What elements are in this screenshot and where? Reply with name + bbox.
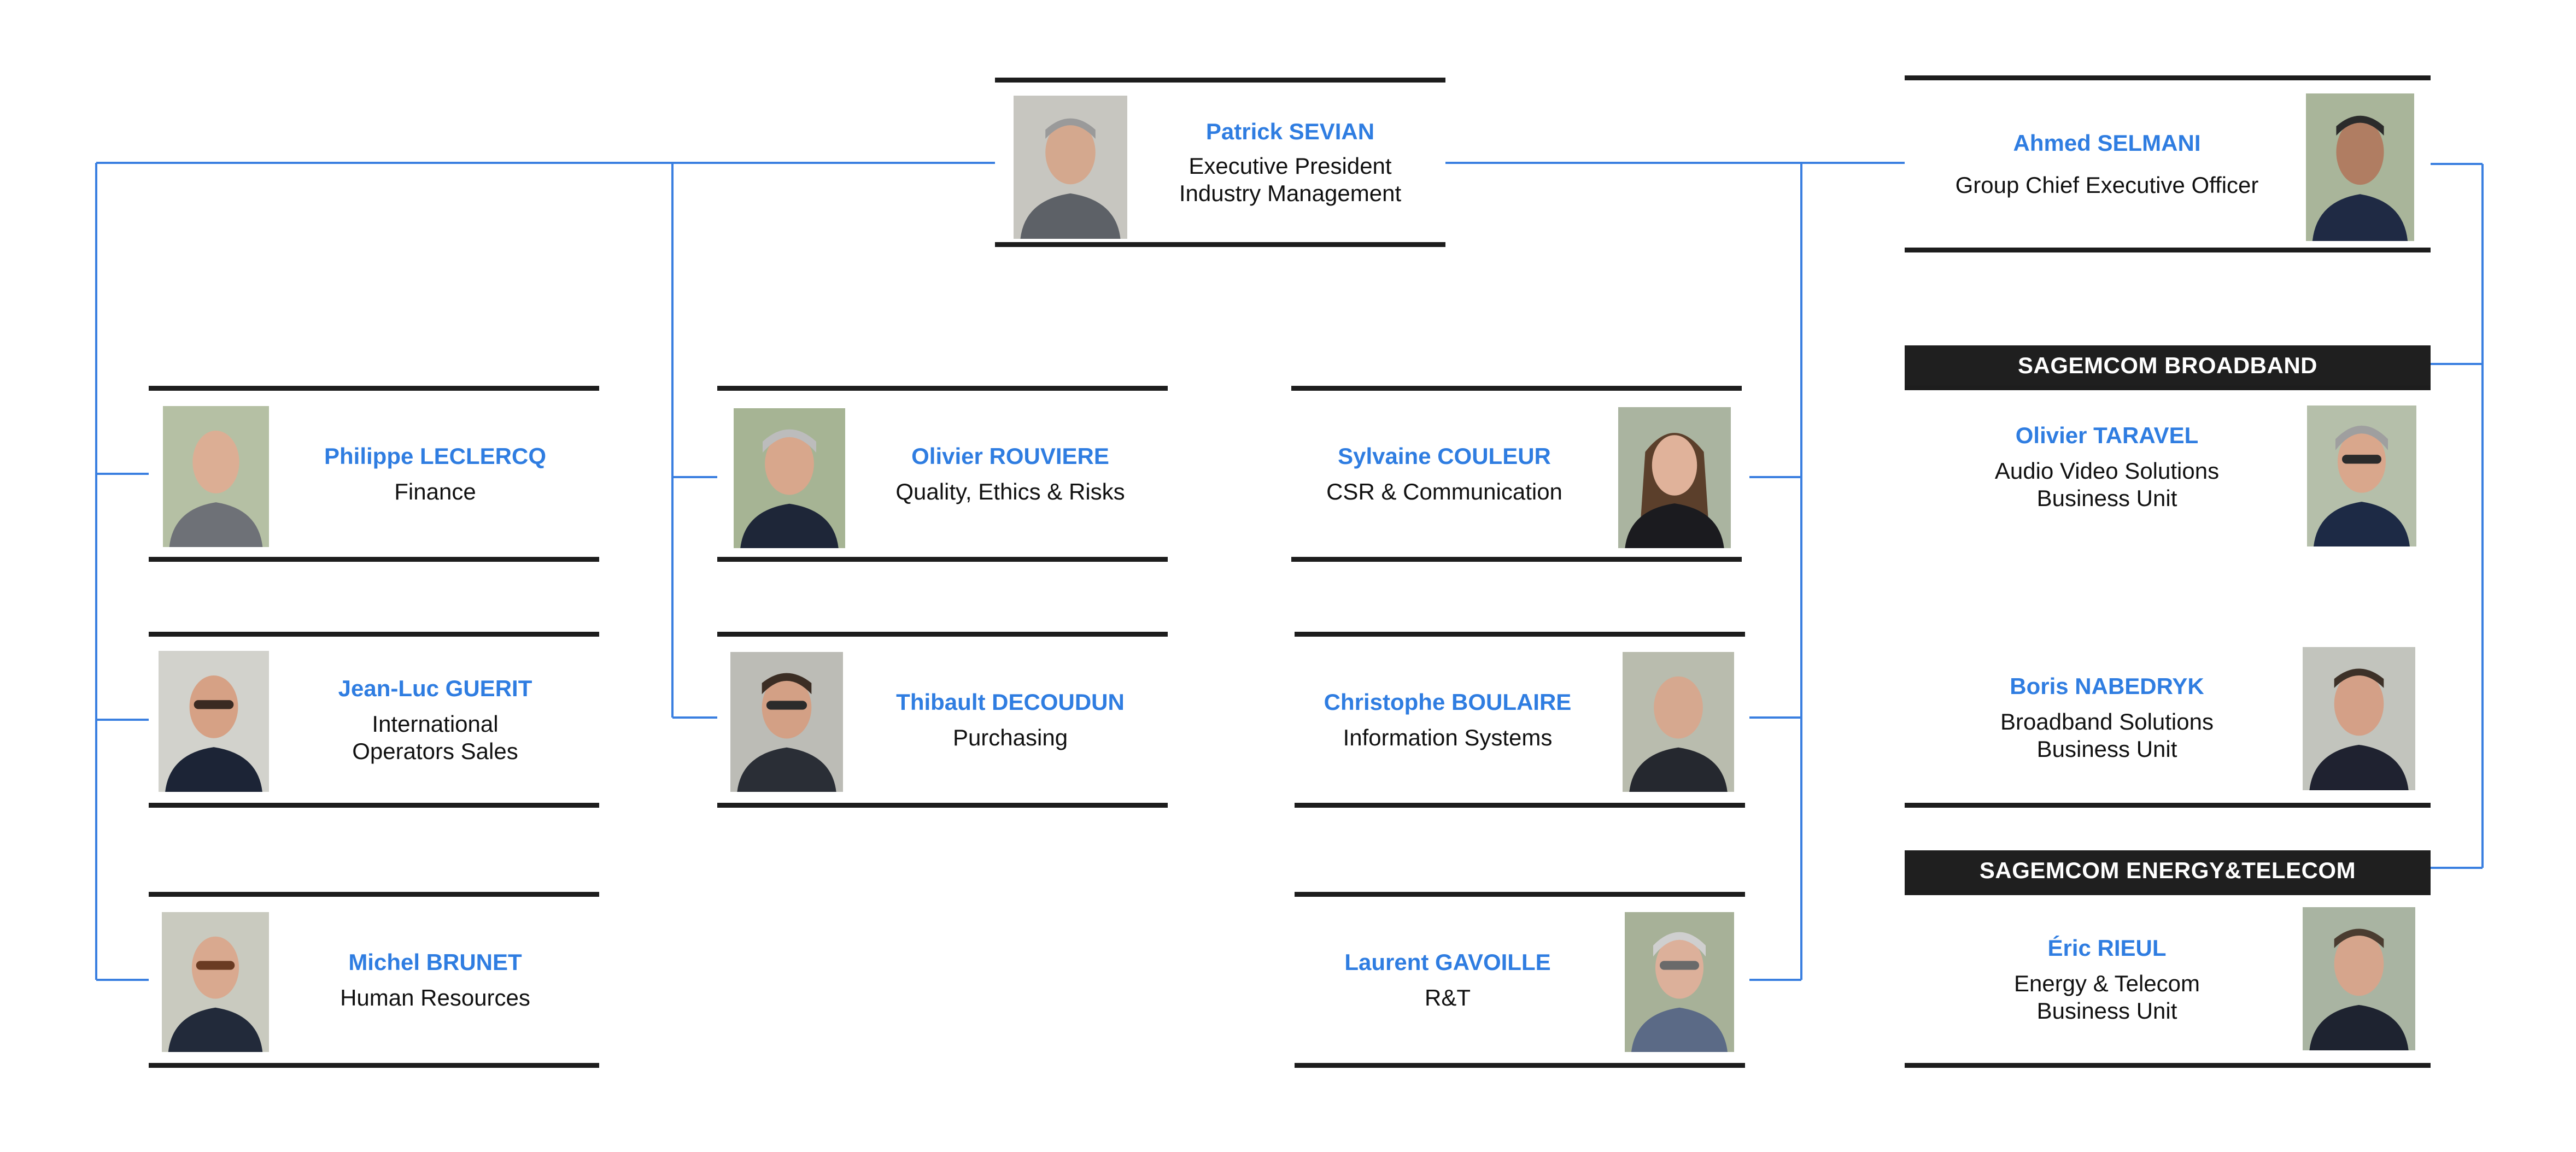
ceo-role: Group Chief Executive Officer (1956, 172, 2259, 199)
manager-role: Finance (394, 478, 476, 506)
manager-photo (162, 912, 269, 1052)
manager-photo (1623, 652, 1734, 792)
manager-name: Olivier TARAVEL (2016, 421, 2199, 450)
manager-name: Christophe BOULAIRE (1324, 688, 1572, 716)
manager-card-csr: Sylvaine COULEUR CSR & Communication (1291, 386, 1742, 562)
manager-photo (163, 406, 269, 547)
manager-role: Human Resources (340, 984, 530, 1012)
energy-telecom-banner: SAGEMCOM ENERGY&TELECOM (1905, 850, 2431, 895)
manager-role: Audio Video Solutions Business Unit (1995, 457, 2219, 512)
business-unit-card-audio-video: Olivier TARAVEL Audio Video Solutions Bu… (1905, 390, 2431, 567)
manager-role: Broadband Solutions Business Unit (2000, 708, 2214, 763)
ceo-name: Ahmed SELMANI (2013, 129, 2200, 157)
manager-card-international-sales: Jean-Luc GUERIT International Operators … (149, 632, 599, 808)
business-unit-card-broadband-solutions: Boris NABEDRYK Broadband Solutions Busin… (1905, 632, 2431, 808)
manager-photo (2307, 405, 2416, 546)
manager-role: Quality, Ethics & Risks (895, 478, 1125, 506)
manager-photo (734, 408, 845, 548)
manager-card-hr: Michel BRUNET Human Resources (149, 892, 599, 1068)
manager-name: Éric RIEUL (2047, 934, 2166, 962)
manager-role: Information Systems (1343, 724, 1553, 751)
manager-name: Laurent GAVOILLE (1344, 948, 1550, 977)
manager-role: Purchasing (953, 724, 1068, 751)
top-executive-name: Patrick SEVIAN (1206, 117, 1374, 146)
manager-photo (1618, 407, 1731, 548)
manager-name: Sylvaine COULEUR (1338, 442, 1551, 471)
manager-name: Michel BRUNET (348, 948, 522, 977)
manager-role: R&T (1425, 984, 1471, 1012)
manager-photo (1625, 912, 1734, 1052)
manager-card-rt: Laurent GAVOILLE R&T (1295, 892, 1745, 1068)
manager-card-finance: Philippe LECLERCQ Finance (149, 386, 599, 562)
manager-photo (2303, 647, 2415, 790)
manager-name: Thibault DECOUDUN (896, 688, 1125, 716)
manager-photo (159, 651, 269, 792)
business-unit-card-energy-telecom: Éric RIEUL Energy & Telecom Business Uni… (1905, 895, 2431, 1068)
manager-card-information-systems: Christophe BOULAIRE Information Systems (1295, 632, 1745, 808)
manager-name: Boris NABEDRYK (2010, 672, 2204, 701)
manager-photo (2303, 907, 2415, 1050)
ceo-photo (2306, 93, 2414, 241)
manager-card-quality: Olivier ROUVIERE Quality, Ethics & Risks (717, 386, 1168, 562)
top-executive-photo (1014, 96, 1127, 239)
manager-role: CSR & Communication (1326, 478, 1562, 506)
manager-photo (730, 652, 843, 792)
broadband-banner: SAGEMCOM BROADBAND (1905, 345, 2431, 390)
manager-name: Philippe LECLERCQ (324, 442, 546, 471)
manager-role: Energy & Telecom Business Unit (2014, 970, 2200, 1025)
manager-card-purchasing: Thibault DECOUDUN Purchasing (717, 632, 1168, 808)
ceo-card: Ahmed SELMANI Group Chief Executive Offi… (1905, 75, 2431, 252)
manager-name: Jean-Luc GUERIT (338, 674, 532, 703)
manager-name: Olivier ROUVIERE (911, 442, 1109, 471)
manager-role: International Operators Sales (352, 710, 518, 765)
top-executive-card: Patrick SEVIAN Executive President Indus… (995, 78, 1445, 247)
top-executive-role: Executive President Industry Management (1179, 152, 1401, 207)
